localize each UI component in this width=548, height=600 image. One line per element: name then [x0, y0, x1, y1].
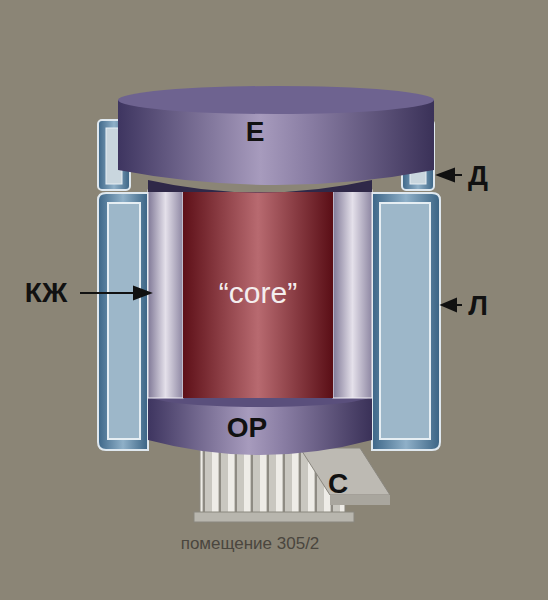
core-cylinder: “core” [213, 274, 303, 311]
bottom-disk: ОР [221, 411, 273, 446]
part-label: Д [468, 160, 488, 192]
part-label: E [246, 117, 265, 148]
caption: помещение 305/2 [181, 534, 320, 554]
part-label: ОР [227, 413, 267, 444]
part-label: “core” [219, 276, 297, 309]
part-label: КЖ [25, 277, 67, 309]
part-label: С [328, 468, 348, 500]
part-label: Л [468, 290, 488, 322]
top-disk: E [240, 115, 271, 150]
